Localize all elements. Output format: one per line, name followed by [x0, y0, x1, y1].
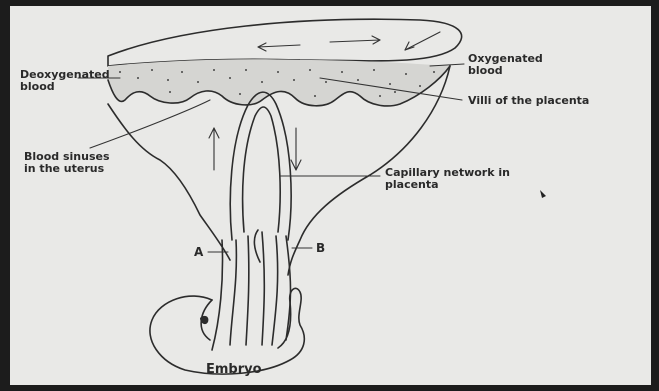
label-a: A [194, 245, 204, 259]
placenta-body-outline [108, 104, 230, 260]
label-b: B [316, 241, 325, 255]
label-blood-sinuses-uterus: in the uterus [24, 162, 105, 175]
blood-sinus-region [108, 59, 450, 106]
label-capillary-placenta: placenta [385, 178, 439, 191]
label-deoxygenated-blood: blood [20, 80, 55, 93]
villus-capillary-loop-inner [243, 107, 281, 232]
label-villi: Villi of the placenta [468, 94, 589, 107]
label-embryo: Embryo [206, 362, 262, 377]
stray-mark [540, 190, 546, 198]
villus-capillary-loop [230, 92, 291, 240]
vessel-a [212, 240, 223, 350]
label-oxygenated-blood: blood [468, 64, 503, 77]
vessel-b [254, 230, 260, 262]
blood-flow-arrows-uterus [258, 32, 440, 51]
